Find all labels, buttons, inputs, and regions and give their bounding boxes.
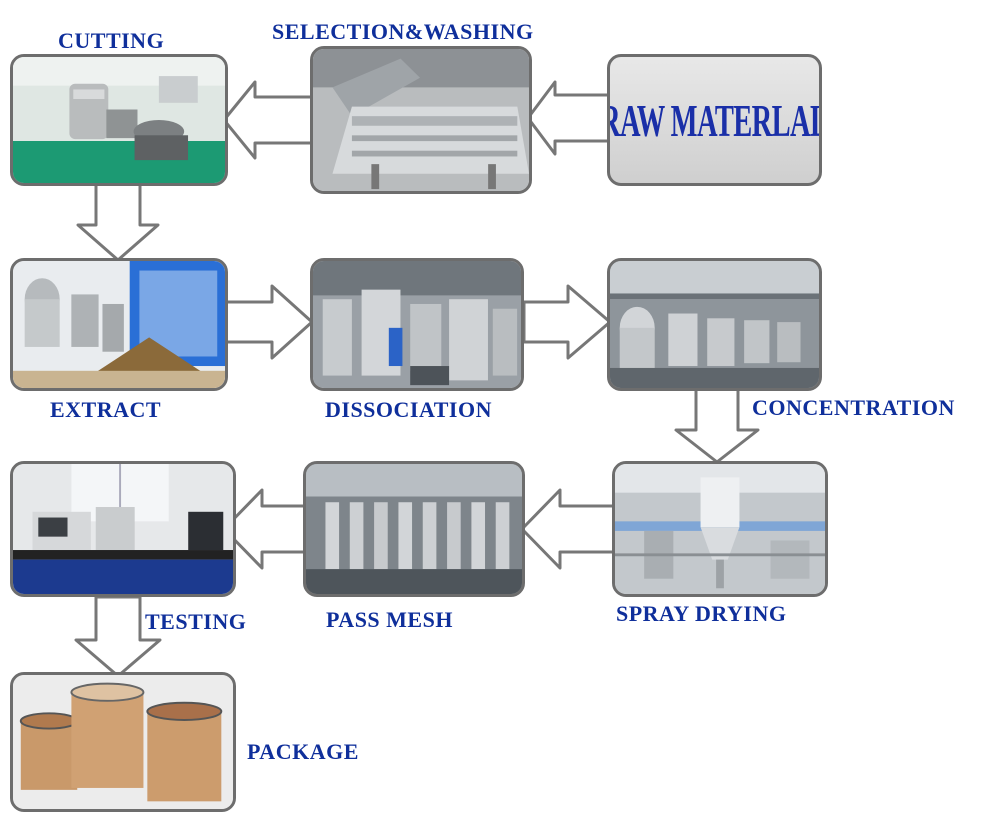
package-label: PACKAGE	[247, 739, 359, 764]
arrow-washing-to-cutting	[222, 80, 314, 160]
selection-washing-photo	[310, 46, 532, 194]
dissociation-label: DISSOCIATION	[325, 397, 492, 422]
raw-material-label: RAW MATERLAL	[607, 94, 822, 146]
dissociation-photo	[310, 258, 524, 391]
arrow-dissociation-to-concentration	[522, 284, 612, 360]
raw-material-box: RAW MATERLAL	[607, 54, 822, 186]
cutting-photo	[10, 54, 228, 186]
testing-label: TESTING	[145, 609, 247, 634]
arrow-mesh-to-testing	[222, 488, 307, 570]
arrow-spray-to-mesh	[520, 488, 617, 570]
testing-photo	[10, 461, 236, 597]
pass-mesh-photo	[303, 461, 525, 597]
extract-photo	[10, 258, 228, 391]
spray-drying-label: SPRAY DRYING	[616, 601, 787, 626]
cutting-label: CUTTING	[58, 28, 165, 53]
extract-label: EXTRACT	[50, 397, 162, 422]
arrow-testing-to-package	[74, 595, 162, 678]
pass-mesh-label: PASS MESH	[326, 607, 453, 632]
arrow-raw-to-washing	[526, 80, 612, 156]
concentration-photo	[607, 258, 822, 391]
concentration-label: CONCENTRATION	[752, 395, 955, 420]
arrow-concentration-to-spray	[674, 386, 760, 464]
selection-washing-label: SELECTION&WASHING	[272, 19, 534, 44]
package-photo	[10, 672, 236, 812]
arrow-extract-to-dissociation	[222, 284, 314, 360]
spray-drying-photo	[612, 461, 828, 597]
arrow-cutting-to-extract	[76, 182, 160, 262]
